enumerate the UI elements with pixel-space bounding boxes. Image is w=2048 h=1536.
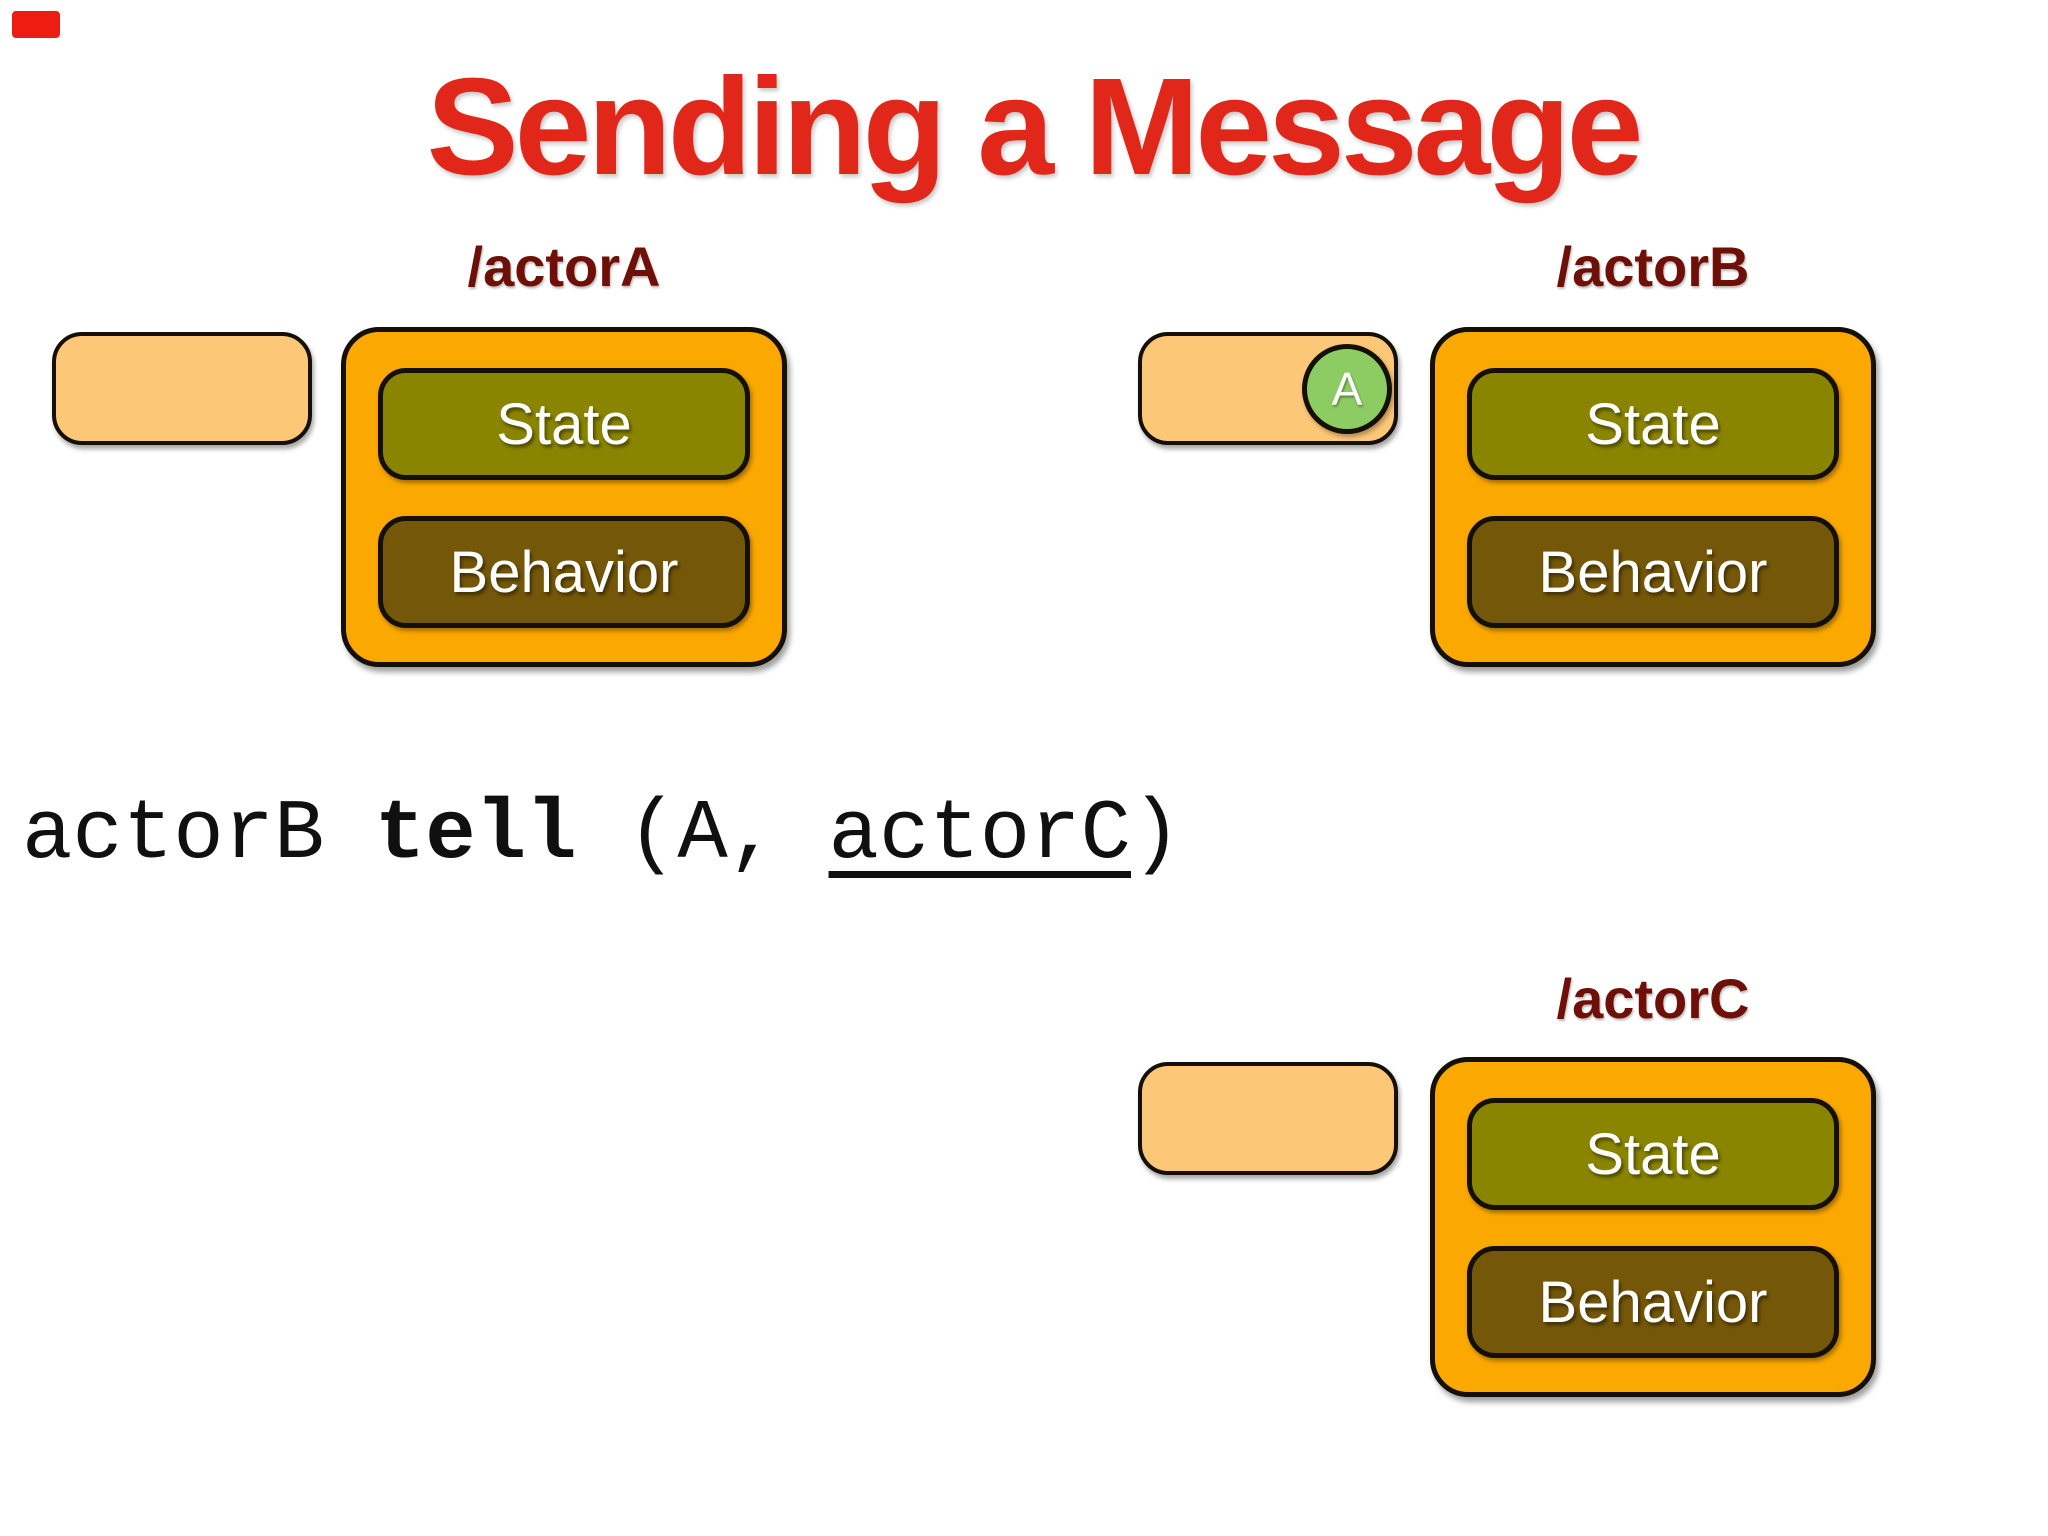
code-line: actorB tell (A, actorC) [22, 788, 1181, 883]
actor-b-mailbox: A [1138, 332, 1398, 445]
recording-indicator [12, 11, 60, 38]
actor-c-behavior-box: Behavior [1467, 1246, 1839, 1358]
actor-c-state-label: State [1585, 1121, 1721, 1187]
actor-a-box: State Behavior [341, 327, 787, 667]
code-prefix: actorB [22, 788, 375, 883]
actor-a-state-label: State [496, 391, 632, 457]
slide-title: Sending a Message [426, 50, 1644, 204]
actor-c-state-box: State [1467, 1098, 1839, 1210]
actor-c-behavior-label: Behavior [1538, 1269, 1768, 1335]
actor-c-mailbox [1138, 1062, 1398, 1175]
actor-b-state-label: State [1585, 391, 1721, 457]
code-argument-actorc: actorC [828, 788, 1131, 883]
actor-a-mailbox [52, 332, 312, 445]
actor-b-behavior-box: Behavior [1467, 516, 1839, 628]
actor-b-state-box: State [1467, 368, 1839, 480]
actor-a-path-label: /actorA [467, 235, 661, 298]
actor-a-behavior-label: Behavior [449, 539, 679, 605]
code-middle: (A, [576, 788, 829, 883]
actor-c-box: State Behavior [1430, 1057, 1876, 1397]
code-suffix: ) [1131, 788, 1182, 883]
actor-b-path-label: /actorB [1556, 235, 1750, 298]
actor-b-box: State Behavior [1430, 327, 1876, 667]
actor-a-behavior-box: Behavior [378, 516, 750, 628]
code-keyword-tell: tell [374, 788, 577, 883]
message-a-token: A [1302, 344, 1392, 434]
actor-a-state-box: State [378, 368, 750, 480]
actor-b-behavior-label: Behavior [1538, 539, 1768, 605]
actor-c-path-label: /actorC [1556, 967, 1750, 1030]
message-a-label: A [1331, 363, 1363, 415]
